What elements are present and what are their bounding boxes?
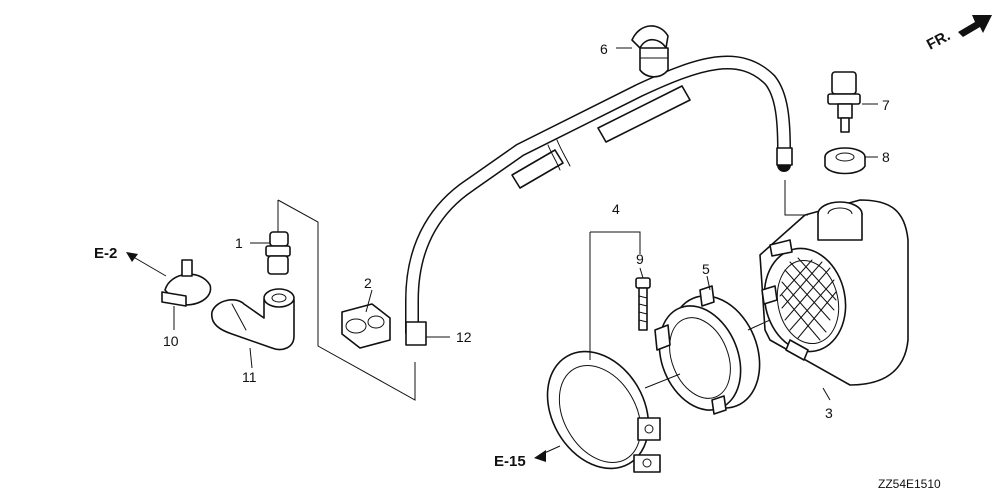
orientation-indicator: FR. bbox=[924, 15, 992, 54]
callout-12[interactable]: 12 bbox=[456, 329, 472, 345]
housing-3 bbox=[759, 199, 909, 386]
hose-clip-6 bbox=[631, 25, 669, 78]
e15-arrow-icon bbox=[534, 450, 546, 462]
callout-2[interactable]: 2 bbox=[364, 275, 372, 291]
reference-e15[interactable]: E-15 bbox=[494, 453, 526, 470]
breather-tube bbox=[405, 55, 793, 346]
callout-11[interactable]: 11 bbox=[242, 369, 257, 385]
callout-7[interactable]: 7 bbox=[882, 97, 890, 113]
hose-clamp-10 bbox=[161, 259, 212, 307]
sensor-7 bbox=[827, 71, 861, 133]
elbow-hose-11 bbox=[210, 288, 295, 351]
clip-2 bbox=[341, 303, 391, 349]
bolt-9 bbox=[635, 277, 651, 331]
callout-4[interactable]: 4 bbox=[612, 201, 620, 217]
reference-e2[interactable]: E-2 bbox=[94, 245, 117, 262]
leader-lines bbox=[129, 47, 878, 456]
e2-arrow-icon bbox=[126, 252, 138, 262]
callout-1[interactable]: 1 bbox=[235, 235, 243, 251]
grommet-8 bbox=[824, 147, 866, 175]
adapter-ring-5 bbox=[654, 285, 761, 415]
callout-3[interactable]: 3 bbox=[825, 405, 833, 421]
diagram-code: ZZ54E1510 bbox=[878, 477, 941, 491]
callout-6[interactable]: 6 bbox=[600, 41, 608, 57]
nipple-1 bbox=[265, 231, 291, 275]
callout-10[interactable]: 10 bbox=[163, 333, 179, 349]
orientation-label: FR. bbox=[924, 27, 953, 53]
front-arrow-icon bbox=[958, 15, 992, 37]
callout-9[interactable]: 9 bbox=[636, 251, 644, 267]
callout-8[interactable]: 8 bbox=[882, 149, 890, 165]
band-clamp-4 bbox=[546, 350, 661, 473]
callout-5[interactable]: 5 bbox=[702, 261, 710, 277]
